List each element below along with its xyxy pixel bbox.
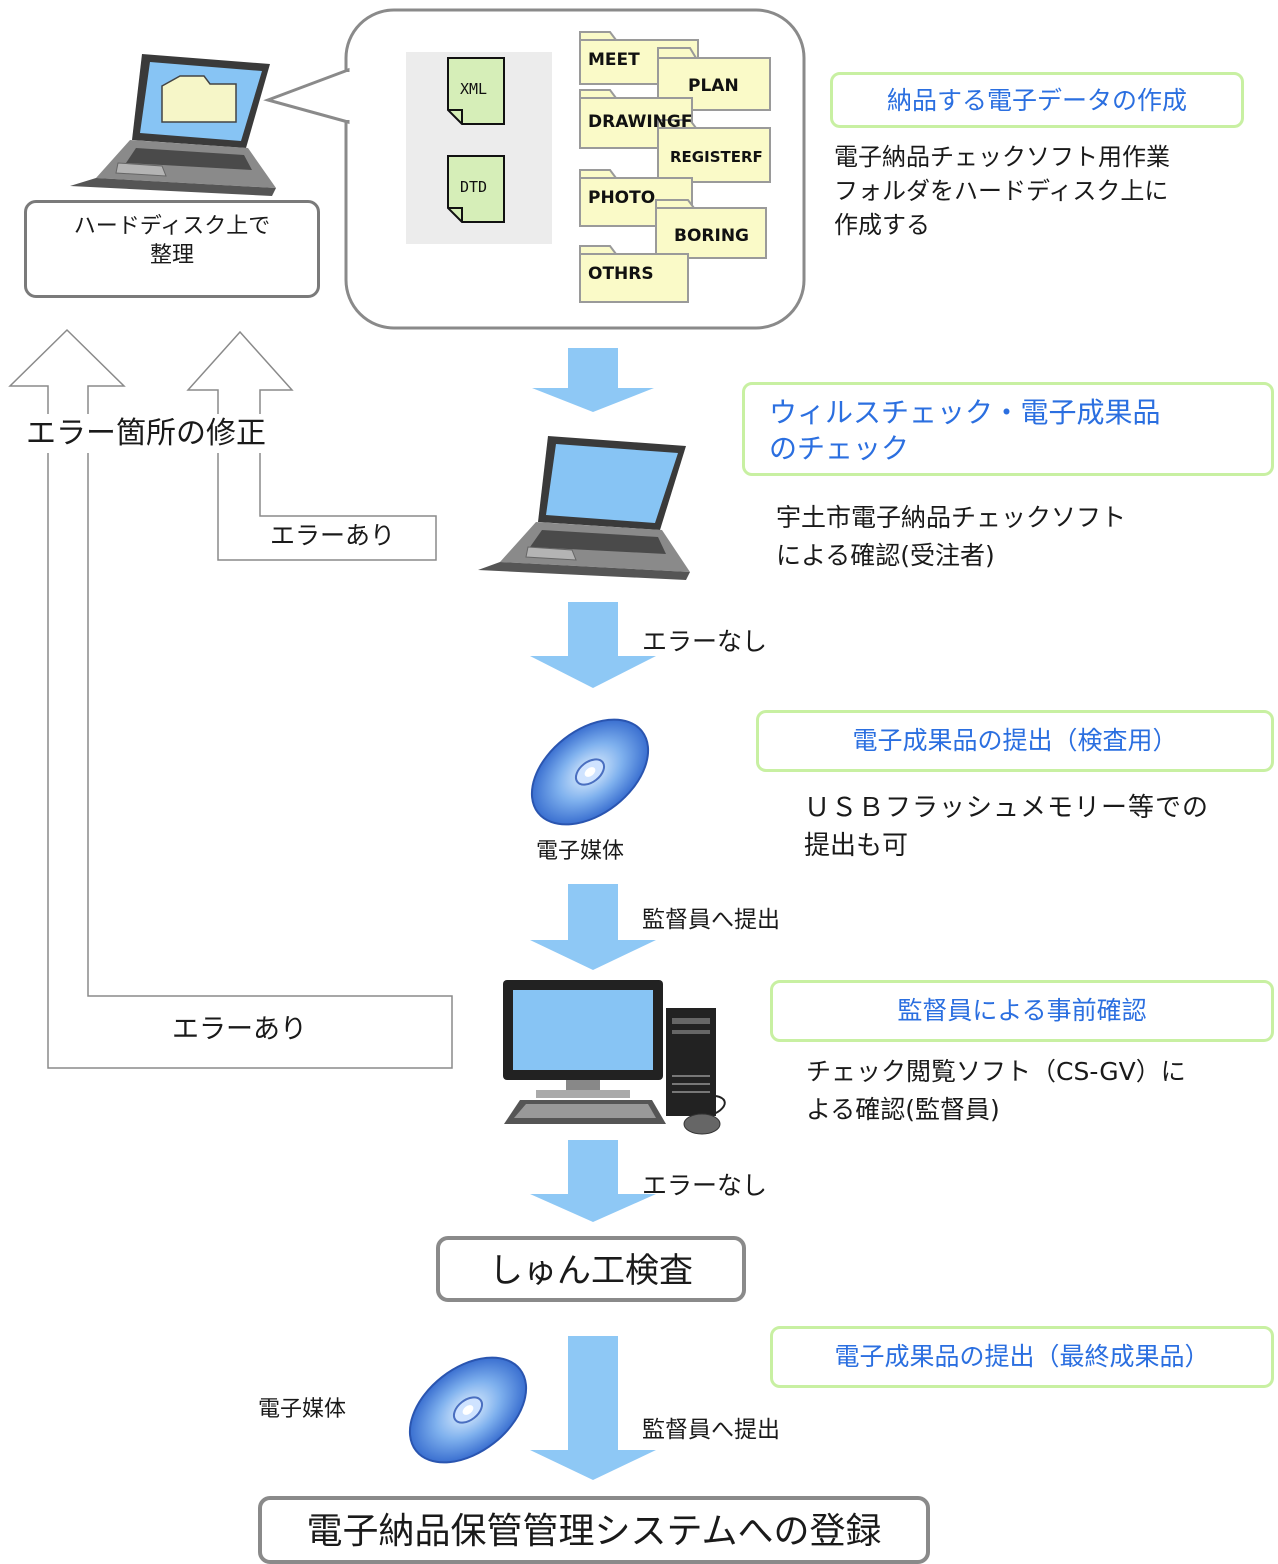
- submit-to-supervisor-label-2: 監督員へ提出: [642, 1417, 780, 1443]
- folder-label-plan: PLAN: [688, 76, 739, 96]
- step-check-title-2: のチェック: [769, 432, 910, 465]
- desktop-computer-icon: [503, 980, 726, 1135]
- down-arrow-2: [530, 602, 656, 688]
- registration-label: 電子納品保管管理システムへの登録: [306, 1511, 882, 1552]
- media-label-2: 電子媒体: [258, 1397, 347, 1422]
- step-submit-inspect-title-box: 電子成果品の提出（検査用）: [756, 710, 1274, 772]
- hd-label-line2: 整理: [149, 242, 194, 268]
- error-none-label-1: エラーなし: [642, 627, 768, 656]
- step-check-title-box: ウィルスチェック・電子成果品 のチェック: [742, 382, 1274, 476]
- step-submit-final-title: 電子成果品の提出（最終成果品）: [834, 1342, 1210, 1371]
- hd-label-line1: ハードディスク上で: [73, 214, 271, 239]
- feedback-arrows: [8, 328, 453, 1069]
- step-check-title-1: ウィルスチェック・電子成果品: [769, 396, 1161, 429]
- step-create-title: 納品する電子データの作成: [886, 86, 1187, 115]
- xml-file-label: XML: [460, 80, 488, 98]
- step-create-title-box: 納品する電子データの作成: [830, 72, 1244, 128]
- dtd-file-icon: [447, 155, 505, 223]
- step-check-desc-2: による確認(受注者): [776, 541, 995, 570]
- down-arrows: [530, 348, 656, 1480]
- step-check-desc-1: 宇土市電子納品チェックソフト: [776, 503, 1127, 532]
- down-arrow-5: [530, 1336, 656, 1480]
- down-arrow-1: [532, 348, 654, 412]
- registerf-folder-icon: [657, 119, 771, 183]
- feedback-arrow-inner: [186, 330, 437, 561]
- step-create-desc-1: 電子納品チェックソフト用作業: [834, 143, 1170, 171]
- submit-to-supervisor-label-1: 監督員へ提出: [642, 907, 780, 933]
- folder-label-othrs: OTHRS: [588, 264, 654, 284]
- down-arrow-4: [530, 1140, 656, 1222]
- step-create-desc-2: フォルダをハードディスク上に: [834, 177, 1169, 205]
- inspection-label: しゅん工検査: [489, 1251, 693, 1291]
- step-submit-inspect-desc-1: ＵＳＢフラッシュメモリー等での: [804, 793, 1210, 823]
- step-create-desc-3: 作成する: [834, 211, 930, 239]
- laptop-icon: [70, 54, 276, 196]
- step-pre-check-title-box: 監督員による事前確認: [770, 980, 1274, 1042]
- step-pre-check-title: 監督員による事前確認: [897, 996, 1147, 1025]
- dtd-file-label: DTD: [460, 178, 488, 196]
- step-pre-check-desc-2: よる確認(監督員): [806, 1095, 1000, 1124]
- error-none-label-2: エラーなし: [642, 1171, 768, 1200]
- folder-label-registerf: REGISTERF: [670, 148, 763, 166]
- boring-folder-icon: [655, 199, 767, 259]
- down-arrow-3: [530, 884, 656, 970]
- media-label-1: 電子媒体: [536, 839, 625, 864]
- folder-label-photo: PHOTO: [588, 188, 656, 208]
- othrs-folder-icon: [579, 245, 689, 303]
- feedback-arrow-outer: [8, 328, 453, 1069]
- step-submit-inspect-desc-2: 提出も可: [804, 831, 909, 861]
- hard-disk-box: ハードディスク上で 整理: [24, 200, 320, 298]
- error-yes-label-2: エラーあり: [172, 1014, 307, 1045]
- checker-laptop-icon: [478, 436, 690, 580]
- registration-box: 電子納品保管管理システムへの登録: [258, 1496, 930, 1564]
- cd-icon-2: [408, 1356, 528, 1464]
- inspection-box: しゅん工検査: [436, 1236, 746, 1302]
- error-yes-label-1: エラーあり: [270, 521, 396, 550]
- step-submit-final-title-box: 電子成果品の提出（最終成果品）: [770, 1326, 1274, 1388]
- xml-file-icon: [447, 57, 505, 125]
- fix-errors-label: エラー箇所の修正: [24, 414, 268, 453]
- step-pre-check-desc-1: チェック閲覧ソフト（CS-GV）に: [806, 1057, 1186, 1086]
- folder-label-drawingf: DRAWINGF: [588, 112, 692, 132]
- step-submit-inspect-title: 電子成果品の提出（検査用）: [852, 726, 1178, 755]
- folder-icons: [579, 31, 771, 303]
- folder-label-meet: MEET: [588, 50, 640, 70]
- cd-icon: [530, 718, 650, 826]
- folder-label-boring: BORING: [674, 226, 750, 246]
